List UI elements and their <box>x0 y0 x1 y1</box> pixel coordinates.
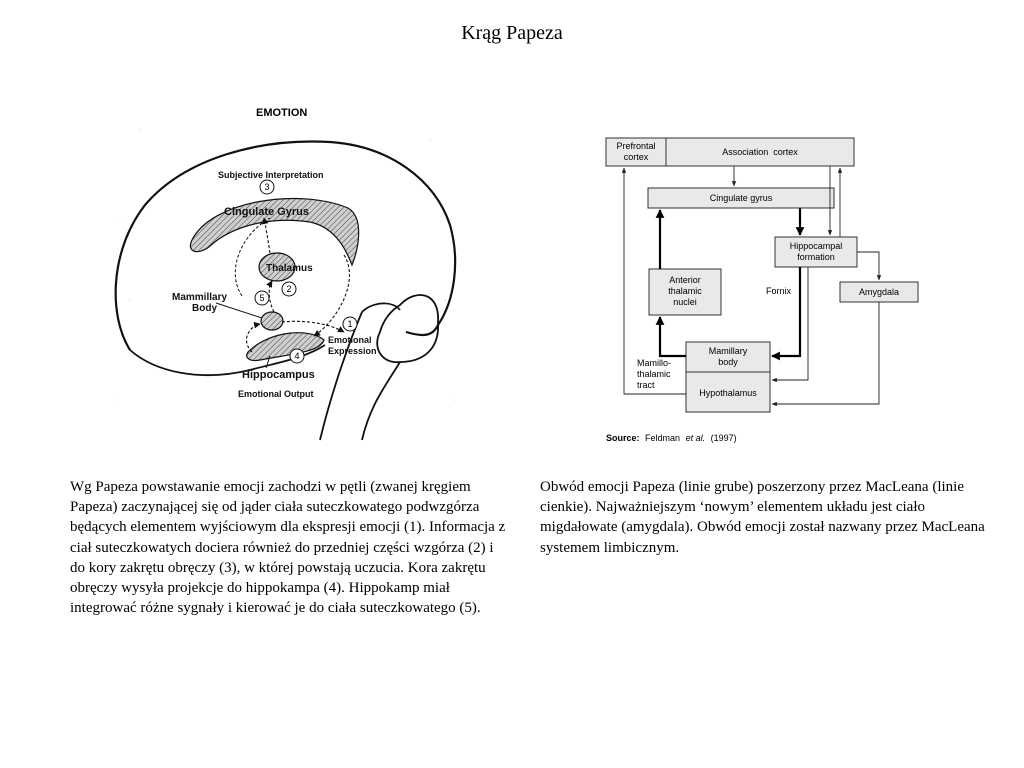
label-cingulate-gyrus: Cingulate Gyrus <box>224 206 309 218</box>
label-subjective-interpretation: Subjective Interpretation <box>218 170 324 180</box>
papez-brain-diagram: EMOTION 3 2 5 1 4 Subjective Interpretat… <box>114 107 457 441</box>
hippocampus-shape <box>246 332 325 362</box>
label-anterior: Anterior <box>669 275 701 285</box>
label-thalamic-tract: thalamic <box>637 369 671 379</box>
label-expression: Expression <box>328 346 377 356</box>
thin-arrow-hippocampal-to-hypothalamus <box>771 267 809 383</box>
thin-arrow-amygdala-to-hypothalamus <box>771 302 880 407</box>
label-fornix: Fornix <box>766 286 792 296</box>
label-prefrontal: Prefrontal <box>616 141 655 151</box>
box-cingulate-gyrus <box>647 187 835 209</box>
label-mamillary: Mamillary <box>709 346 748 356</box>
source-etal: et al. <box>686 433 706 443</box>
label-emotional: Emotional <box>328 335 372 345</box>
mammillary-body-shape <box>260 311 284 331</box>
limbic-flow-diagram: Prefrontal cortex Association cortex Cin… <box>605 137 919 443</box>
arrow-dashed-loop <box>234 217 271 297</box>
box-hippocampal-formation <box>774 236 858 268</box>
source-author: Feldman <box>645 433 680 443</box>
label-formation: formation <box>797 252 835 262</box>
hippocampus-leader <box>265 355 271 369</box>
label-association-cortex: Association cortex <box>722 147 798 157</box>
number-1: 1 <box>347 319 352 329</box>
label-mammillary: Mammillary <box>172 292 227 303</box>
label-hippocampal: Hippocampal <box>790 241 843 251</box>
thin-arrow-hypothalamus-to-prefrontal <box>621 167 686 395</box>
number-2: 2 <box>286 284 291 294</box>
box-hypothalamus <box>685 371 771 413</box>
label-mamillo: Mamillo- <box>637 358 671 368</box>
label-hippocampus: Hippocampus <box>242 369 315 381</box>
thin-arrow-hippocampal-to-amygdala <box>857 251 882 281</box>
arrow-2-mammillary-to-thalamus <box>266 280 275 313</box>
cerebellum-outline <box>376 294 439 363</box>
cingulate-gyrus-shape <box>189 198 360 267</box>
number-4: 4 <box>294 351 299 361</box>
label-prefrontal-cortex: cortex <box>624 152 649 162</box>
brainstem-outline <box>319 302 401 441</box>
box-association-cortex <box>665 137 855 167</box>
label-thalamic: thalamic <box>668 286 702 296</box>
mammillary-leader <box>215 302 263 319</box>
number-3: 3 <box>264 182 269 192</box>
source-prefix: Source: <box>606 433 640 443</box>
source-citation: Source: Feldman et al. (1997) <box>606 433 737 443</box>
thick-arrow-mamillothalamic <box>655 316 686 358</box>
slide-title: Krąg Papeza <box>461 22 563 44</box>
arrow-4-cingulate-to-hippocampus <box>313 254 350 337</box>
brain-outline <box>114 140 457 351</box>
box-anterior-thalamic-nuclei <box>648 268 722 316</box>
source-year: (1997) <box>711 433 737 443</box>
label-amygdala: Amygdala <box>859 287 899 297</box>
label-tract: tract <box>637 380 655 390</box>
label-hypothalamus: Hypothalamus <box>699 388 757 398</box>
label-thalamus: Thalamus <box>266 263 313 274</box>
box-prefrontal-cortex <box>605 137 667 167</box>
label-mamillary-body: body <box>718 357 738 367</box>
thalamus-shape <box>258 252 296 282</box>
label-cingulate-gyrus-box: Cingulate gyrus <box>710 193 773 203</box>
background-speckle <box>114 129 456 401</box>
number-5: 5 <box>259 293 264 303</box>
right-description-paragraph: Obwód emocji Papeza (linie grube) poszer… <box>540 479 985 556</box>
label-body: Body <box>192 303 217 314</box>
left-description-paragraph: Wg Papeza powstawanie emocji zachodzi w … <box>70 479 506 617</box>
label-nuclei: nuclei <box>673 297 697 307</box>
thick-arrow-fornix <box>771 267 802 361</box>
emotion-heading: EMOTION <box>256 107 307 119</box>
arrow-1-emotional-expression <box>281 320 345 333</box>
label-emotional-output: Emotional Output <box>238 389 314 399</box>
arrow-3-thalamus-to-cingulate <box>261 217 271 254</box>
